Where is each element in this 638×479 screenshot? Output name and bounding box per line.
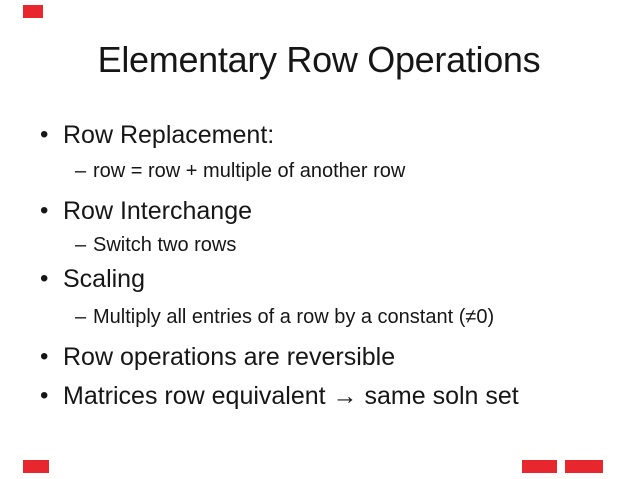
bullet-dot-icon: • — [40, 197, 49, 224]
bullet-item-row-interchange: • Row Interchange — [40, 192, 252, 230]
sub-bullet-text: Switch two rows — [93, 233, 237, 256]
slide-title: Elementary Row Operations — [97, 39, 541, 80]
dash-marker-icon: – — [75, 160, 87, 182]
sub-bullet-text: row = row + multiple of another row — [93, 159, 406, 182]
bullet-dot-icon: • — [40, 343, 49, 370]
bullet-text: Row Interchange — [63, 196, 253, 225]
bullet-item-row-equivalent: • Matrices row equivalent → same soln se… — [40, 377, 519, 415]
bullet-dot-icon: • — [40, 265, 49, 292]
sub-bullet-item-switch-rows: – Switch two rows — [75, 230, 236, 260]
bullet-dot-icon: • — [40, 121, 49, 148]
bullet-dot-icon: • — [40, 382, 49, 409]
bullet-text: Row operations are reversible — [63, 342, 396, 371]
bullet-text: Scaling — [63, 264, 145, 293]
redaction-mark-top-left — [23, 5, 43, 18]
sub-bullet-text: Multiply all entries of a row by a const… — [93, 305, 495, 328]
bullet-text: Row Replacement: — [63, 120, 275, 149]
bullet-text: Matrices row equivalent → same soln set — [63, 381, 519, 410]
dash-marker-icon: – — [75, 234, 87, 256]
sub-bullet-item-row-equation: – row = row + multiple of another row — [75, 156, 405, 186]
redaction-mark-bottom-right-2 — [565, 460, 603, 473]
bullet-item-scaling: • Scaling — [40, 260, 145, 298]
dash-marker-icon: – — [75, 306, 87, 328]
bullet-item-row-replacement: • Row Replacement: — [40, 116, 274, 154]
sub-bullet-item-multiply-constant: – Multiply all entries of a row by a con… — [75, 302, 494, 332]
redaction-mark-bottom-right-1 — [522, 460, 557, 473]
redaction-mark-bottom-left — [23, 460, 49, 473]
bullet-item-reversible: • Row operations are reversible — [40, 338, 395, 376]
